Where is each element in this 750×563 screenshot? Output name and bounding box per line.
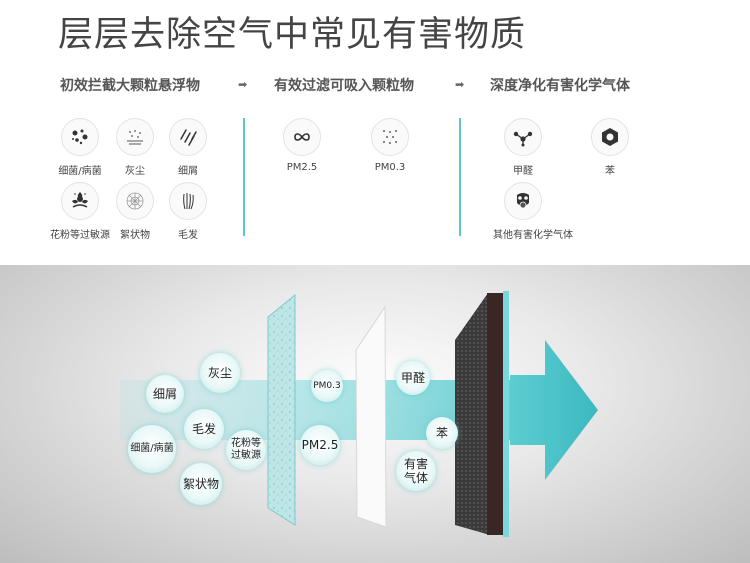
item-pm25: PM2.5 [272, 118, 332, 173]
item-debris: 细屑 [158, 118, 218, 177]
hepa-filter-layer [355, 305, 387, 528]
dots-icon [371, 118, 409, 156]
item-dust: 灰尘 [105, 118, 165, 177]
molecule-icon [504, 118, 542, 156]
item-pm03: PM0.3 [360, 118, 420, 173]
arrow-right-icon: ➡ [238, 78, 248, 91]
bubble-benzene: 苯 [426, 417, 458, 449]
filtration-illustration: 细屑 灰尘 毛发 细菌/病菌 花粉等过敏源 絮状物 PM0.3 PM2.5 甲醛… [0, 265, 750, 563]
bubble-bacteria: 细菌/病菌 [128, 425, 176, 473]
item-hair: 毛发 [158, 182, 218, 241]
item-label: 苯 [605, 166, 615, 177]
airflow-arrow [510, 340, 598, 480]
item-label: 花粉等过敏源 [50, 230, 110, 241]
item-bacteria: 细菌/病菌 [50, 118, 110, 177]
item-floc: 絮状物 [105, 182, 165, 241]
gas-mask-icon [504, 182, 542, 220]
pollen-icon [61, 182, 99, 220]
item-gas: 其他有害化学气体 [493, 182, 573, 241]
stage-title-1: 初效拦截大颗粒悬浮物 [60, 78, 200, 94]
bubble-pm25: PM2.5 [300, 425, 340, 465]
divider-1 [243, 118, 245, 236]
item-label: 灰尘 [125, 166, 145, 177]
dust-icon [116, 118, 154, 156]
bubble-hair: 毛发 [184, 409, 224, 449]
bubble-gas: 有害气体 [396, 451, 436, 491]
item-pollen: 花粉等过敏源 [50, 182, 110, 241]
item-benzene: 苯 [580, 118, 640, 177]
item-label: 其他有害化学气体 [493, 230, 573, 241]
bubble-pollen: 花粉等过敏源 [226, 430, 266, 470]
stage-title-3: 深度净化有害化学气体 [490, 78, 630, 94]
arrow-right-icon: ➡ [455, 78, 465, 91]
stage-title-2: 有效过滤可吸入颗粒物 [274, 78, 414, 94]
item-label: 甲醛 [513, 166, 533, 177]
item-label: PM0.3 [374, 162, 406, 173]
item-formaldehyde: 甲醛 [493, 118, 553, 177]
bubble-debris: 细屑 [146, 375, 184, 413]
item-label: 细屑 [178, 166, 198, 177]
carbon-filter-frame [487, 293, 505, 535]
hexagon-icon [591, 118, 629, 156]
item-label: 絮状物 [120, 230, 150, 241]
item-label: PM2.5 [286, 162, 318, 173]
floc-icon [116, 182, 154, 220]
bubble-dust: 灰尘 [200, 353, 240, 393]
bubble-formaldehyde: 甲醛 [396, 361, 430, 395]
page-title: 层层去除空气中常见有害物质 [58, 15, 527, 55]
infinity-icon [283, 118, 321, 156]
bubble-pm03: PM0.3 [311, 370, 343, 402]
item-label: 毛发 [178, 230, 198, 241]
hair-icon [169, 182, 207, 220]
debris-icon [169, 118, 207, 156]
item-label: 细菌/病菌 [58, 166, 102, 177]
pre-filter-layer [267, 293, 296, 526]
bubble-floc: 絮状物 [180, 463, 222, 505]
carbon-filter-layer [455, 293, 490, 535]
divider-2 [459, 118, 461, 236]
bacteria-icon [61, 118, 99, 156]
filter-layers [120, 291, 598, 537]
